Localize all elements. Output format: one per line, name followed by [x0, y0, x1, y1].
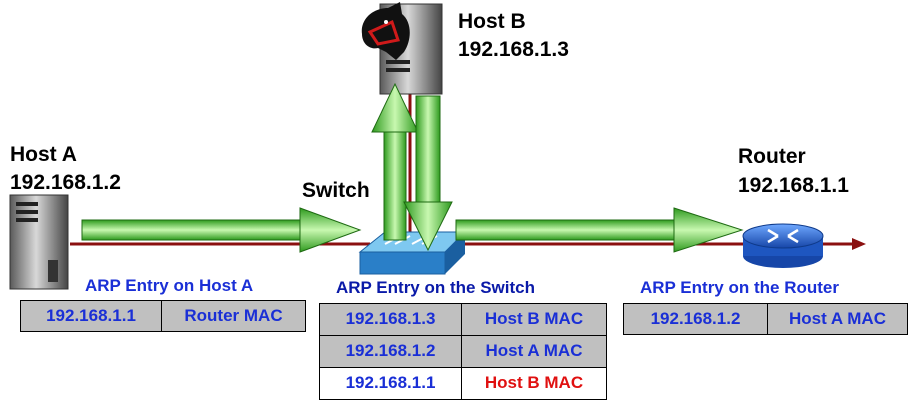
- router-arp-ip: 192.168.1.2: [623, 303, 768, 335]
- switch-arp-row-2-mac: Host A MAC: [461, 335, 607, 368]
- host-a-server-icon: [9, 194, 69, 290]
- switch-arp-row-3-ip: 192.168.1.1: [319, 367, 462, 400]
- switch-icon: [358, 231, 467, 275]
- router-name: Router: [738, 145, 806, 168]
- traffic-arrows: [81, 82, 744, 253]
- host-a-name: Host A: [10, 143, 77, 166]
- arrow-hosta-to-switch: [81, 207, 362, 253]
- router-arp-caption: ARP Entry on the Router: [640, 278, 839, 297]
- host-b-ip: 192.168.1.3: [458, 38, 569, 61]
- switch-arp-row-3-mac: Host B MAC: [461, 367, 607, 400]
- arrow-hostb-down-to-switch: [403, 95, 453, 252]
- switch-arp-row-1-mac: Host B MAC: [461, 303, 607, 336]
- router-ip: 192.168.1.1: [738, 174, 849, 197]
- trojan-horse-icon: [361, 2, 410, 60]
- host-a-ip: 192.168.1.2: [10, 171, 121, 194]
- switch-arp-row-1-ip: 192.168.1.3: [319, 303, 462, 336]
- arrow-switch-to-router: [455, 207, 744, 253]
- arrow-switch-up-to-hostb: [371, 82, 419, 241]
- host-a-arp-ip: 192.168.1.1: [20, 300, 162, 332]
- host-a-arp-mac: Router MAC: [161, 300, 306, 332]
- switch-arp-row-2-ip: 192.168.1.2: [319, 335, 462, 368]
- host-b-name: Host B: [458, 10, 526, 33]
- switch-name: Switch: [302, 179, 370, 202]
- switch-arp-caption: ARP Entry on the Switch: [336, 278, 535, 297]
- host-a-arp-caption: ARP Entry on Host A: [85, 276, 254, 295]
- router-icon: [742, 223, 824, 268]
- router-arp-mac: Host A MAC: [767, 303, 908, 335]
- link-arrowhead: [852, 238, 866, 250]
